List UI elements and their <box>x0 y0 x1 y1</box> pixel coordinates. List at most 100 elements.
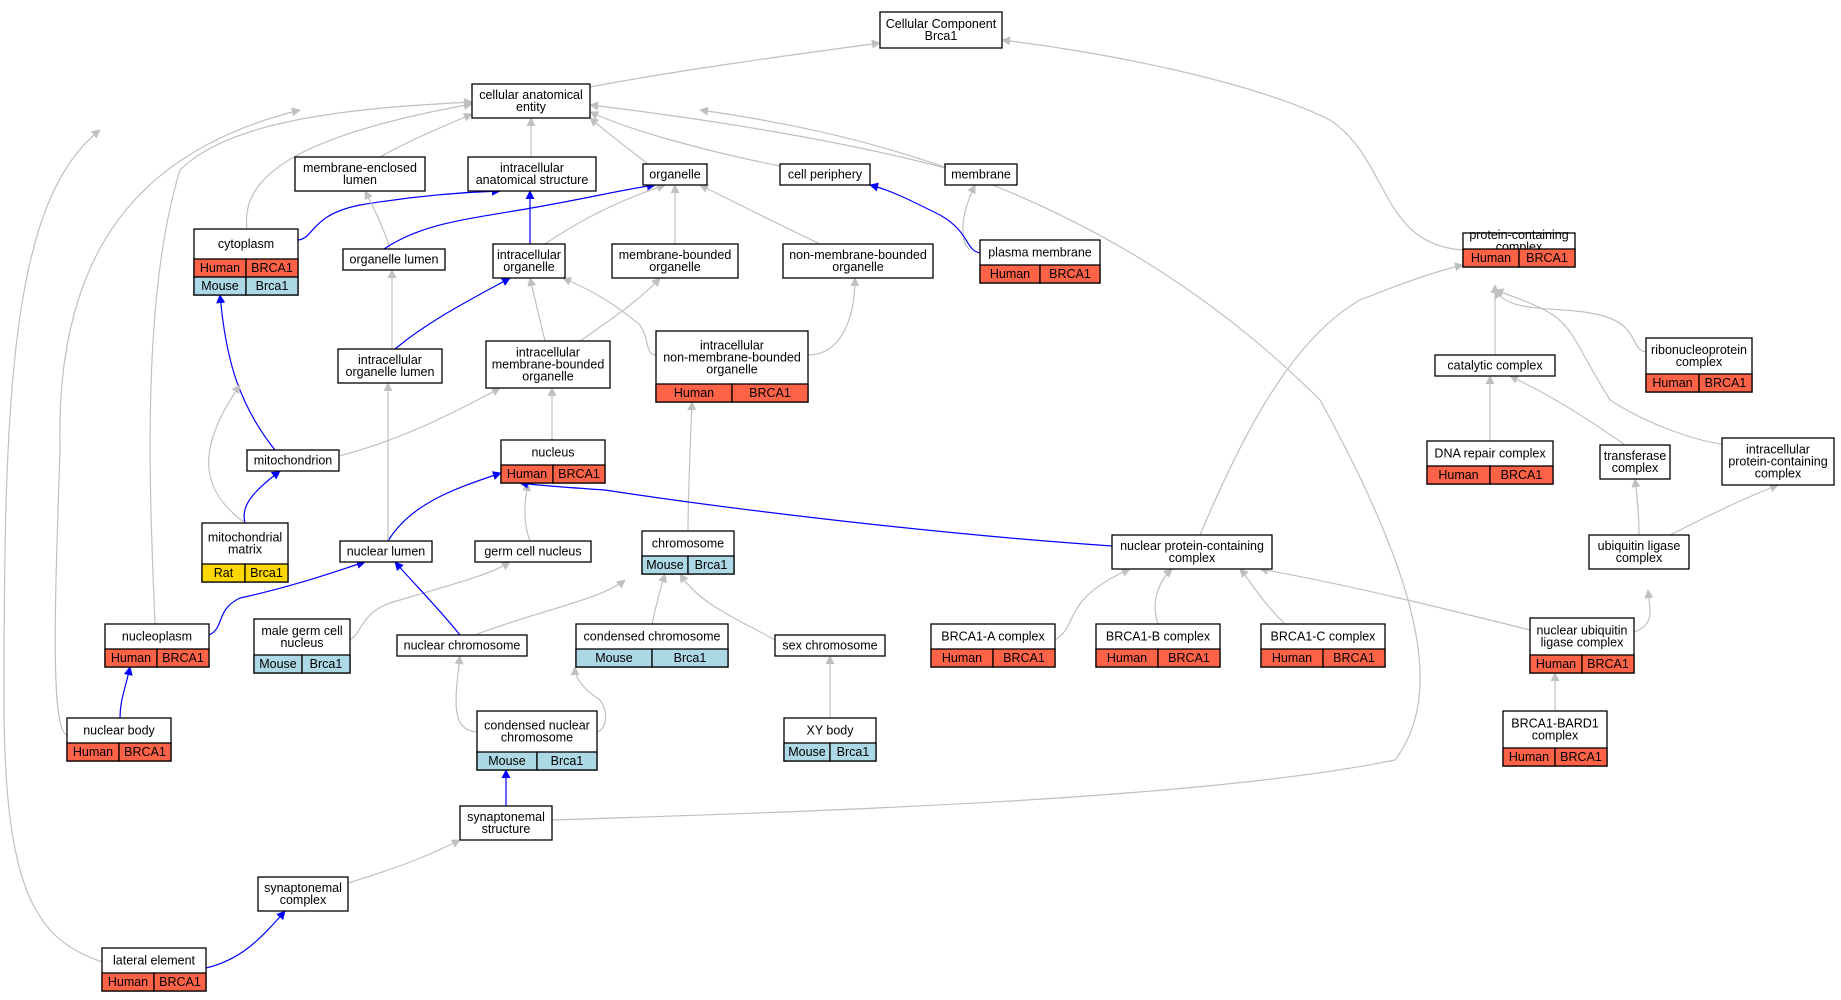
edge-part-of-olum-to-org <box>383 181 656 250</box>
edge-is-a-npcc-to-pcc <box>1199 262 1464 536</box>
node-label-line: BRCA1-A complex <box>941 630 1045 644</box>
species-label: Human <box>73 745 113 759</box>
node-box <box>1721 437 1835 486</box>
node-label-line: intracellular <box>700 339 764 353</box>
edge-is-a-nplasm-to-cae <box>149 97 473 625</box>
gene-symbol: Brca1 <box>551 754 584 768</box>
node-label-line: complex <box>1612 461 1659 475</box>
node-catc[interactable]: catalytic complex <box>1434 354 1556 377</box>
node-label-line: male germ cell <box>261 624 342 638</box>
node-label-line: synaptonemal <box>264 881 342 895</box>
edge-is-a-gcn-to-nuc <box>522 482 532 542</box>
node-label-line: membrane <box>951 168 1011 182</box>
species-label: Human <box>942 651 982 665</box>
species-label: Mouse <box>488 754 526 768</box>
node-gcn[interactable]: germ cell nucleus <box>474 540 592 563</box>
gene-cell <box>687 555 735 575</box>
edge-is-a-cae-to-root <box>589 39 881 88</box>
gene-cell <box>1157 648 1221 668</box>
node-label-line: BRCA1-C complex <box>1271 630 1377 644</box>
node-label-line: DNA repair complex <box>1434 447 1546 461</box>
gene-symbol: BRCA1 <box>749 386 791 400</box>
node-mito[interactable]: mitochondrion <box>246 449 340 472</box>
node-label-line: complex <box>1676 355 1723 369</box>
node-schrom[interactable]: sex chromosome <box>774 634 886 657</box>
edge-part-of-latel-to-sync <box>205 910 286 969</box>
node-mem[interactable]: membrane <box>944 163 1018 186</box>
node-org[interactable]: organelle <box>642 163 708 186</box>
node-nlum[interactable]: nuclear lumen <box>339 540 433 563</box>
species-label: Human <box>1107 651 1147 665</box>
node-label-line: cytoplasm <box>218 237 274 251</box>
node-olum[interactable]: organelle lumen <box>342 248 446 271</box>
node-label-line: organelle lumen <box>346 365 435 379</box>
node-box <box>467 156 597 192</box>
gene-symbol: Brca1 <box>310 657 343 671</box>
node-label-line: nuclear chromosome <box>404 639 521 653</box>
species-label: Human <box>1652 376 1692 390</box>
gene-cell <box>1489 465 1554 485</box>
gene-cell <box>1322 648 1386 668</box>
edge-is-a-org-to-cae <box>589 117 649 165</box>
node-label-line: mitochondrial <box>208 531 282 545</box>
species-label: Human <box>1438 468 1478 482</box>
node-nchrom[interactable]: nuclear chromosome <box>396 634 528 657</box>
gene-symbol: BRCA1 <box>1560 750 1602 764</box>
edge-part-of-cyto-to-ias <box>297 186 501 241</box>
node-label-line: ribonucleoprotein <box>1651 343 1747 357</box>
species-label: Mouse <box>201 279 239 293</box>
node-label-line: nucleoplasm <box>122 630 192 644</box>
node-box <box>337 348 443 384</box>
edge-part-of-mito-to-cyto <box>216 294 276 451</box>
node-inmbo[interactable]: intracellularnon-membrane-boundedorganel… <box>655 330 809 403</box>
node-box <box>339 540 433 563</box>
edge-is-a-brc-to-npcc <box>1239 568 1286 625</box>
edge-is-a-synst-to-cae <box>551 106 1421 821</box>
node-cper[interactable]: cell periphery <box>779 163 871 186</box>
node-label-line: condensed nuclear <box>484 719 590 733</box>
node-label-line: nucleus <box>280 636 323 650</box>
edge-part-of-iol-to-iorg <box>394 277 511 350</box>
node-label-line: non-membrane-bounded <box>789 248 927 262</box>
species-label: Human <box>200 261 240 275</box>
edge-is-a-olum-to-mel <box>364 190 391 250</box>
gene-cell <box>118 742 172 762</box>
edge-is-a-cyto-to-cae <box>245 101 473 230</box>
